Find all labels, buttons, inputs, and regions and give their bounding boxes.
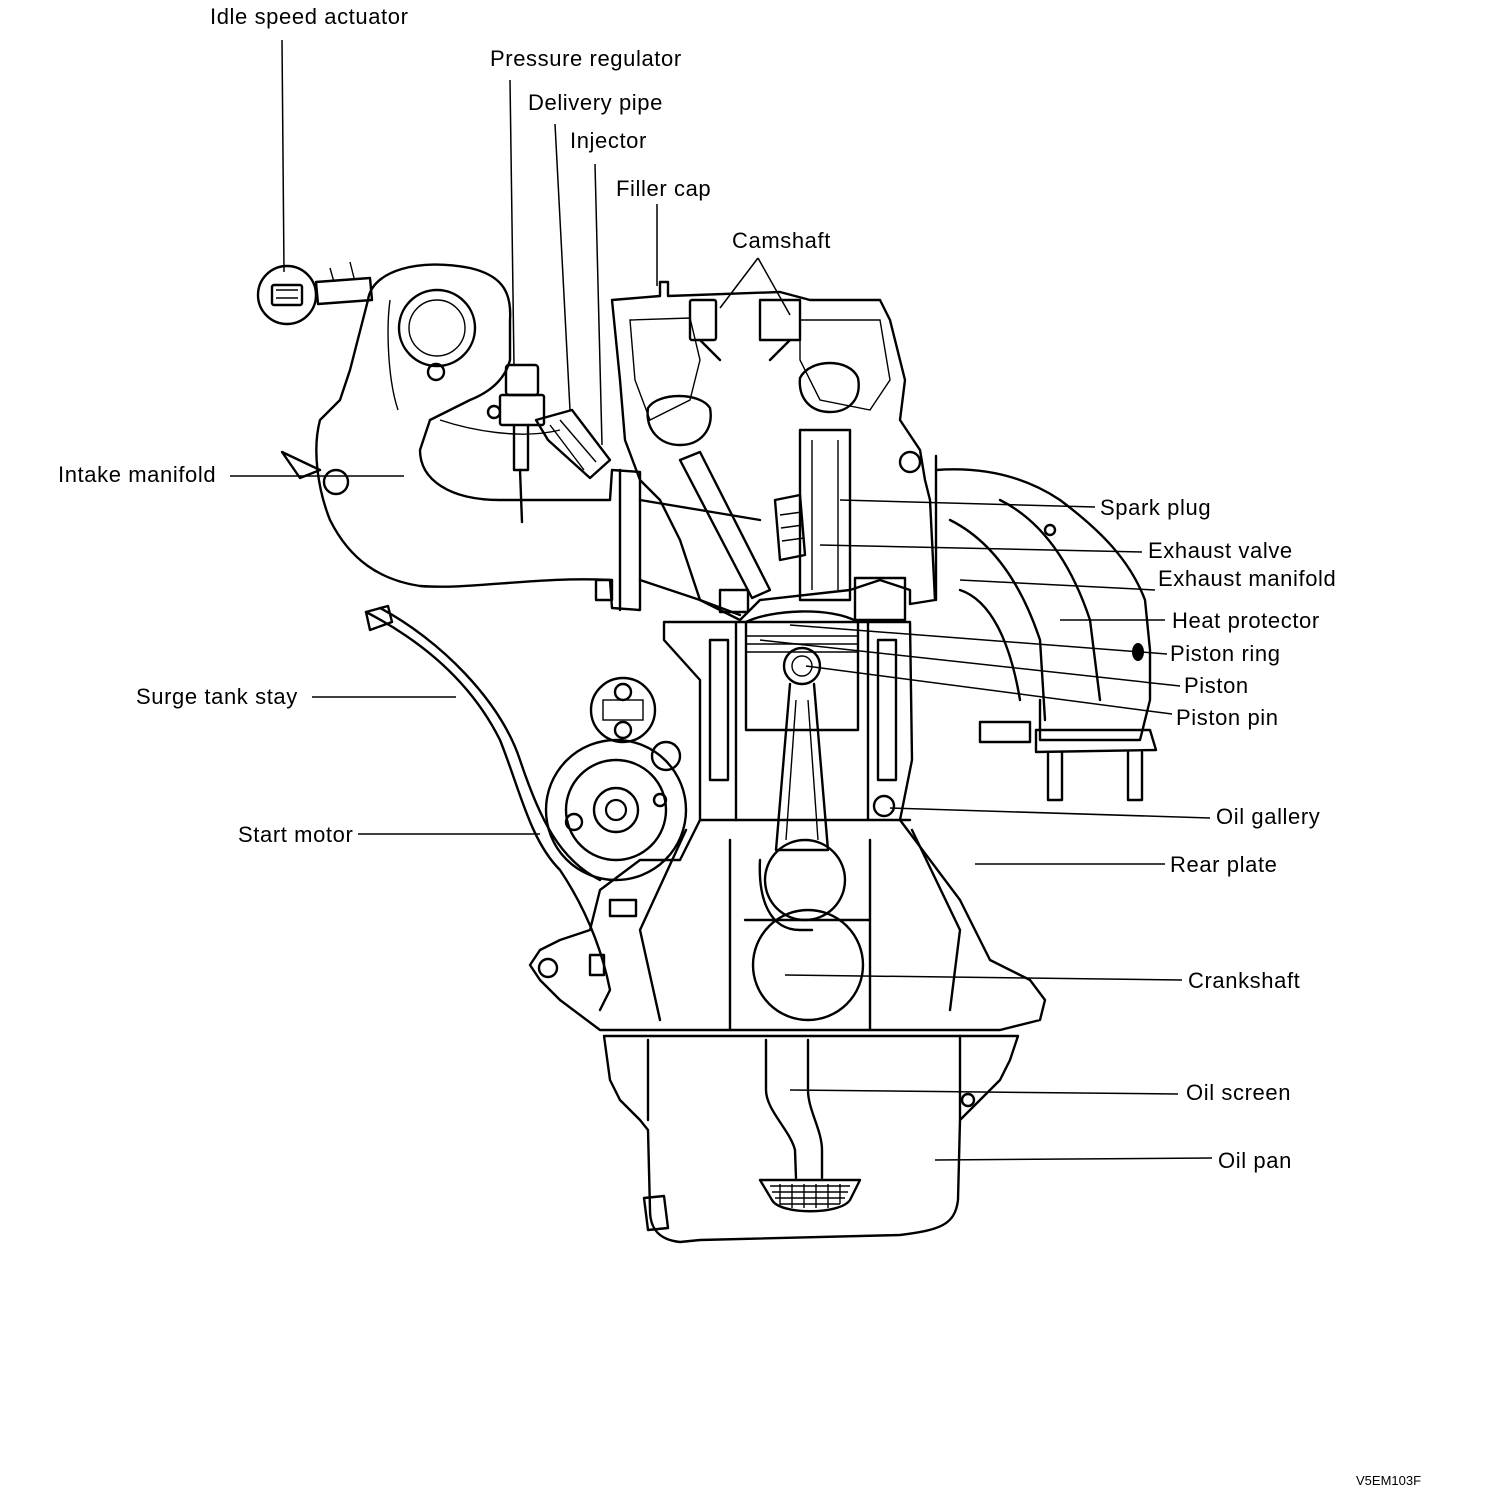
label-intake-manifold: Intake manifold — [58, 462, 217, 487]
cylinder-block-drawing — [528, 620, 1047, 1032]
label-heat-protector: Heat protector — [1172, 608, 1320, 633]
label-oil-screen: Oil screen — [1186, 1080, 1292, 1105]
start-motor-drawing — [364, 604, 688, 1012]
label-exhaust-valve: Exhaust valve — [1148, 538, 1293, 563]
label-pressure-regulator: Pressure regulator — [490, 46, 682, 71]
oil-pan-drawing — [602, 1034, 1020, 1244]
label-oil-gallery: Oil gallery — [1216, 804, 1321, 829]
label-piston-ring: Piston ring — [1170, 641, 1281, 666]
label-delivery-pipe: Delivery pipe — [528, 90, 663, 115]
label-exhaust-manifold: Exhaust manifold — [1158, 566, 1337, 591]
label-surge-tank-stay: Surge tank stay — [136, 684, 298, 709]
label-injector: Injector — [570, 128, 647, 153]
label-start-motor: Start motor — [238, 822, 354, 847]
fuel-rail-drawing — [486, 363, 612, 524]
label-crankshaft: Crankshaft — [1188, 968, 1301, 993]
idle-speed-actuator-drawing — [256, 261, 374, 326]
label-oil-pan: Oil pan — [1218, 1148, 1292, 1173]
piston-drawing — [743, 610, 872, 1022]
label-camshaft: Camshaft — [732, 228, 831, 253]
figure-code: V5EM103F — [1356, 1473, 1422, 1488]
leader-lines — [230, 39, 1213, 1161]
cylinder-head-drawing — [610, 280, 937, 622]
label-spark-plug: Spark plug — [1100, 495, 1212, 520]
label-piston: Piston — [1184, 673, 1249, 698]
label-piston-pin: Piston pin — [1176, 705, 1279, 730]
label-rear-plate: Rear plate — [1170, 852, 1278, 877]
exhaust-manifold-drawing — [934, 454, 1158, 802]
label-idle-speed-actuator: Idle speed actuator — [210, 4, 409, 29]
intake-manifold-drawing — [280, 263, 762, 617]
label-filler-cap: Filler cap — [616, 176, 712, 201]
